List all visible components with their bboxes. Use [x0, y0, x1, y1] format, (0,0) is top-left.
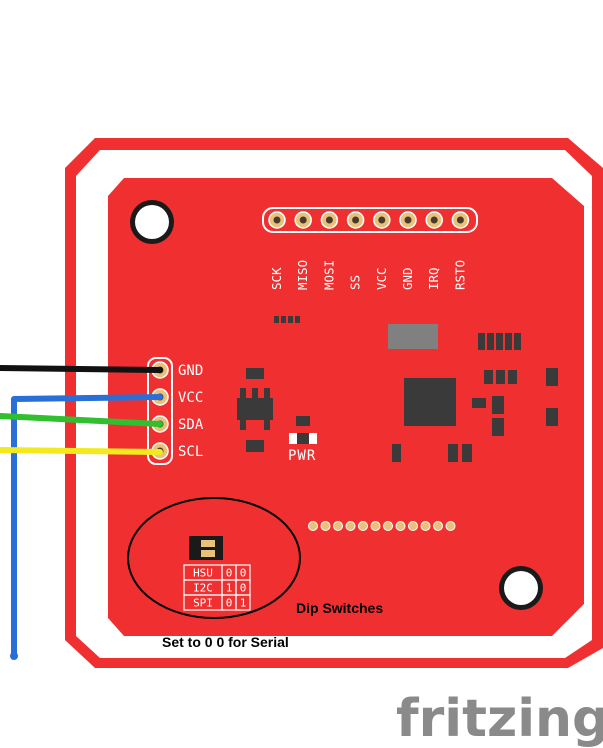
- bottom-pad: [333, 521, 343, 531]
- serial-note-annotation: Set to 0 0 for Serial: [162, 634, 289, 650]
- header-pin-label: VCC: [374, 267, 389, 290]
- dip-table-text: 0: [240, 582, 247, 595]
- header-pin-miso: [294, 211, 312, 229]
- dip-table-text: 0: [240, 567, 247, 580]
- bottom-pad: [320, 521, 331, 531]
- side-pin-label: GND: [178, 363, 203, 379]
- smd-small-top: [274, 316, 300, 323]
- side-header-outline: [147, 357, 173, 465]
- wire-blue-end: [10, 652, 18, 660]
- top-header: SCK MISO MOSI SS VCC GND IRQ RSTO: [262, 207, 478, 290]
- pwr-label: PWR: [288, 448, 316, 464]
- mounting-hole-bottom-right: [499, 566, 543, 610]
- dip-table-text: 1: [226, 582, 233, 595]
- side-pin-label: SCL: [178, 444, 203, 460]
- side-pin-label: VCC: [178, 390, 203, 406]
- header-pin-label: SCK: [269, 267, 284, 290]
- header-pin-mosi: [320, 211, 339, 229]
- header-pin-gnd: [399, 211, 417, 229]
- dip-highlight-ellipse: [127, 497, 301, 619]
- fritzing-logo: fritzing: [396, 689, 603, 748]
- bottom-pad: [420, 521, 431, 531]
- resistor-array-right: [478, 333, 521, 384]
- bottom-pad: [308, 521, 318, 531]
- mounting-hole-top-left: [130, 200, 174, 244]
- header-pin-label: GND: [400, 267, 415, 290]
- header-pin-ss: [346, 211, 365, 229]
- header-pin-sck: [268, 211, 286, 229]
- bottom-pad: [345, 521, 356, 531]
- header-pin-label: SS: [348, 275, 363, 290]
- wire-blue-vcc: [11, 394, 163, 659]
- dip-switch: [189, 536, 223, 560]
- dip-table-text: 1: [240, 597, 247, 610]
- bottom-pad: [395, 521, 406, 531]
- header-pin-label: MOSI: [321, 260, 336, 290]
- edge-components: [546, 368, 558, 426]
- wire-green-sda: [0, 413, 163, 427]
- header-pin-vcc: [373, 211, 391, 229]
- dip-table-text: 0: [226, 567, 233, 580]
- header-pin-label: IRQ: [426, 267, 441, 290]
- side-pin-label: SDA: [178, 417, 204, 433]
- top-header-outline: [262, 207, 478, 233]
- bottom-pad: [433, 521, 443, 531]
- power-led: [289, 416, 317, 444]
- bottom-pad: [370, 521, 381, 531]
- dip-table-text: SPI: [193, 597, 213, 610]
- header-pin-rsto: [451, 211, 470, 229]
- header-pin-label: RSTO: [452, 260, 467, 290]
- regulator: [237, 368, 273, 452]
- dip-table-text: 0: [226, 597, 233, 610]
- chip-side-components: [392, 396, 504, 462]
- bottom-pad: [408, 521, 418, 531]
- header-pin-label: MISO: [295, 260, 310, 290]
- dip-table-text: I2C: [193, 582, 213, 595]
- bottom-pad: [445, 521, 456, 531]
- bottom-pad: [383, 521, 393, 531]
- bottom-pad-row: [308, 521, 456, 531]
- board-inner: [108, 178, 584, 636]
- dip-switches-annotation: Dip Switches: [296, 600, 383, 616]
- wire-yellow-scl: [0, 447, 163, 455]
- pn532-chip: [404, 378, 456, 426]
- bottom-pad: [358, 521, 368, 531]
- dip-table-text: HSU: [193, 567, 213, 580]
- wire-black-gnd: [0, 365, 163, 373]
- wires: [0, 365, 163, 659]
- header-pin-irq: [425, 211, 443, 229]
- crystal: [388, 324, 438, 349]
- dip-table-cell: [235, 594, 251, 611]
